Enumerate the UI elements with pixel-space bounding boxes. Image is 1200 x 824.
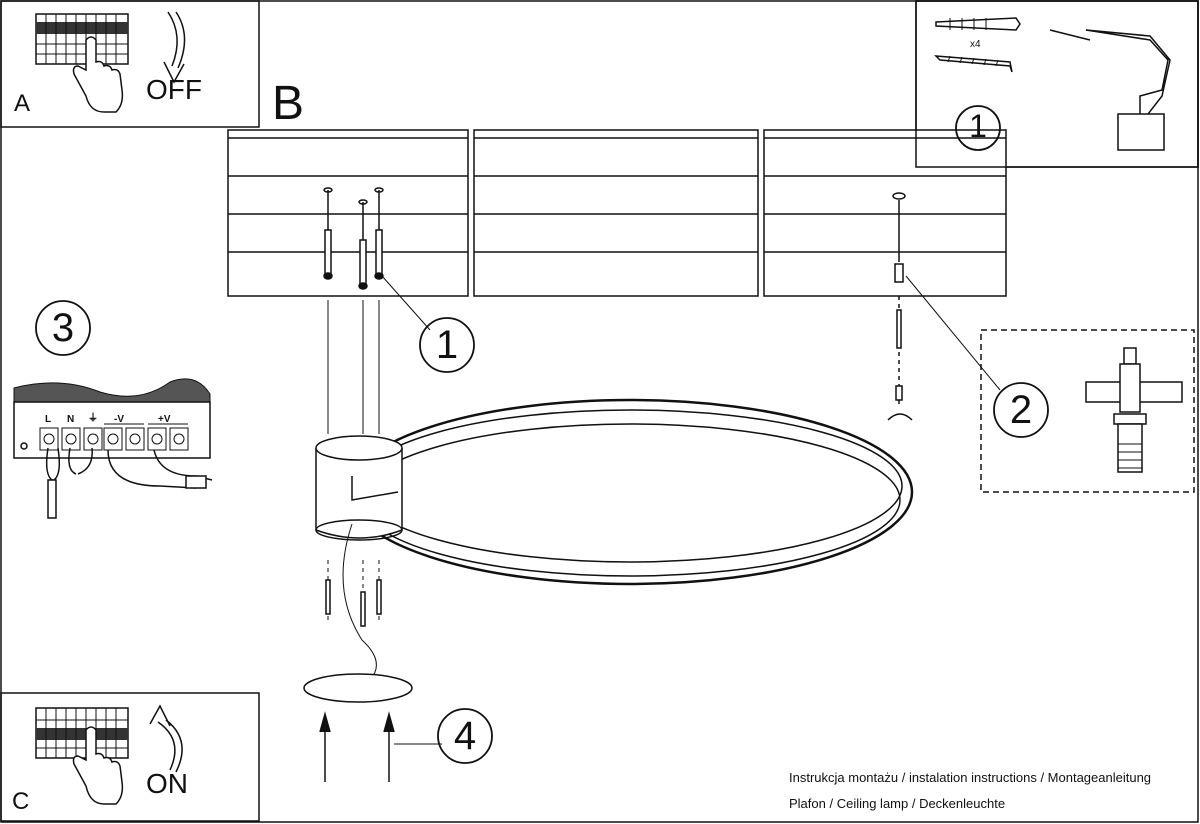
step-number-drill: 1 xyxy=(435,323,459,367)
lamp-ring-outer xyxy=(346,398,914,586)
panel-a xyxy=(0,0,260,128)
ceiling-box-plate xyxy=(303,673,413,703)
lamp-ring-inner xyxy=(357,409,903,563)
ceiling-panels xyxy=(227,129,1007,297)
switch-down-arrow-icon xyxy=(163,11,186,84)
quantity-label: x4 xyxy=(970,39,981,50)
step-number-mount: 4 xyxy=(453,714,477,758)
panel-b-letter: B xyxy=(272,77,305,130)
breaker-icon xyxy=(35,707,129,759)
panel-c xyxy=(0,692,260,822)
on-label: ON xyxy=(146,768,188,799)
terminal-label-n: N xyxy=(67,414,75,425)
terminal-label-earth: ⏚ xyxy=(88,413,98,424)
panel-c-letter: C xyxy=(12,788,30,815)
leader-line-2 xyxy=(905,275,1001,391)
push-up-arrow-icon xyxy=(319,711,395,782)
step-number-fixing: 2 xyxy=(1009,388,1033,432)
hand-icon xyxy=(72,36,124,113)
hand-icon xyxy=(72,726,124,805)
footer-product: Plafon / Ceiling lamp / Deckenleuchte xyxy=(789,796,1006,811)
footer-instructions: Instrukcja montażu / instalation instruc… xyxy=(789,770,1152,785)
step-number-tools: 1 xyxy=(969,108,987,144)
anchor-bolt-icon xyxy=(1113,347,1147,473)
mounting-screws xyxy=(325,579,382,627)
wall-plug-icon xyxy=(935,17,1021,31)
ceiling-anchors xyxy=(323,187,913,421)
terminal-label-minus-v: -V xyxy=(114,414,124,425)
breaker-icon xyxy=(35,13,129,65)
step-number-wiring: 3 xyxy=(51,306,75,350)
terminal-label-l: L xyxy=(45,414,52,425)
screw-icon xyxy=(934,55,1013,73)
switch-up-arrow-icon xyxy=(149,704,183,773)
drill-icon xyxy=(1049,29,1171,151)
ceiling-lamp xyxy=(315,398,914,586)
off-label: OFF xyxy=(146,74,202,105)
terminal-block xyxy=(13,378,211,459)
terminal-label-plus-v: +V xyxy=(158,414,171,425)
panel-fixing-detail xyxy=(980,329,1195,493)
power-cable xyxy=(342,523,377,681)
wiring-cables xyxy=(45,447,213,519)
panel-a-letter: A xyxy=(14,90,31,117)
